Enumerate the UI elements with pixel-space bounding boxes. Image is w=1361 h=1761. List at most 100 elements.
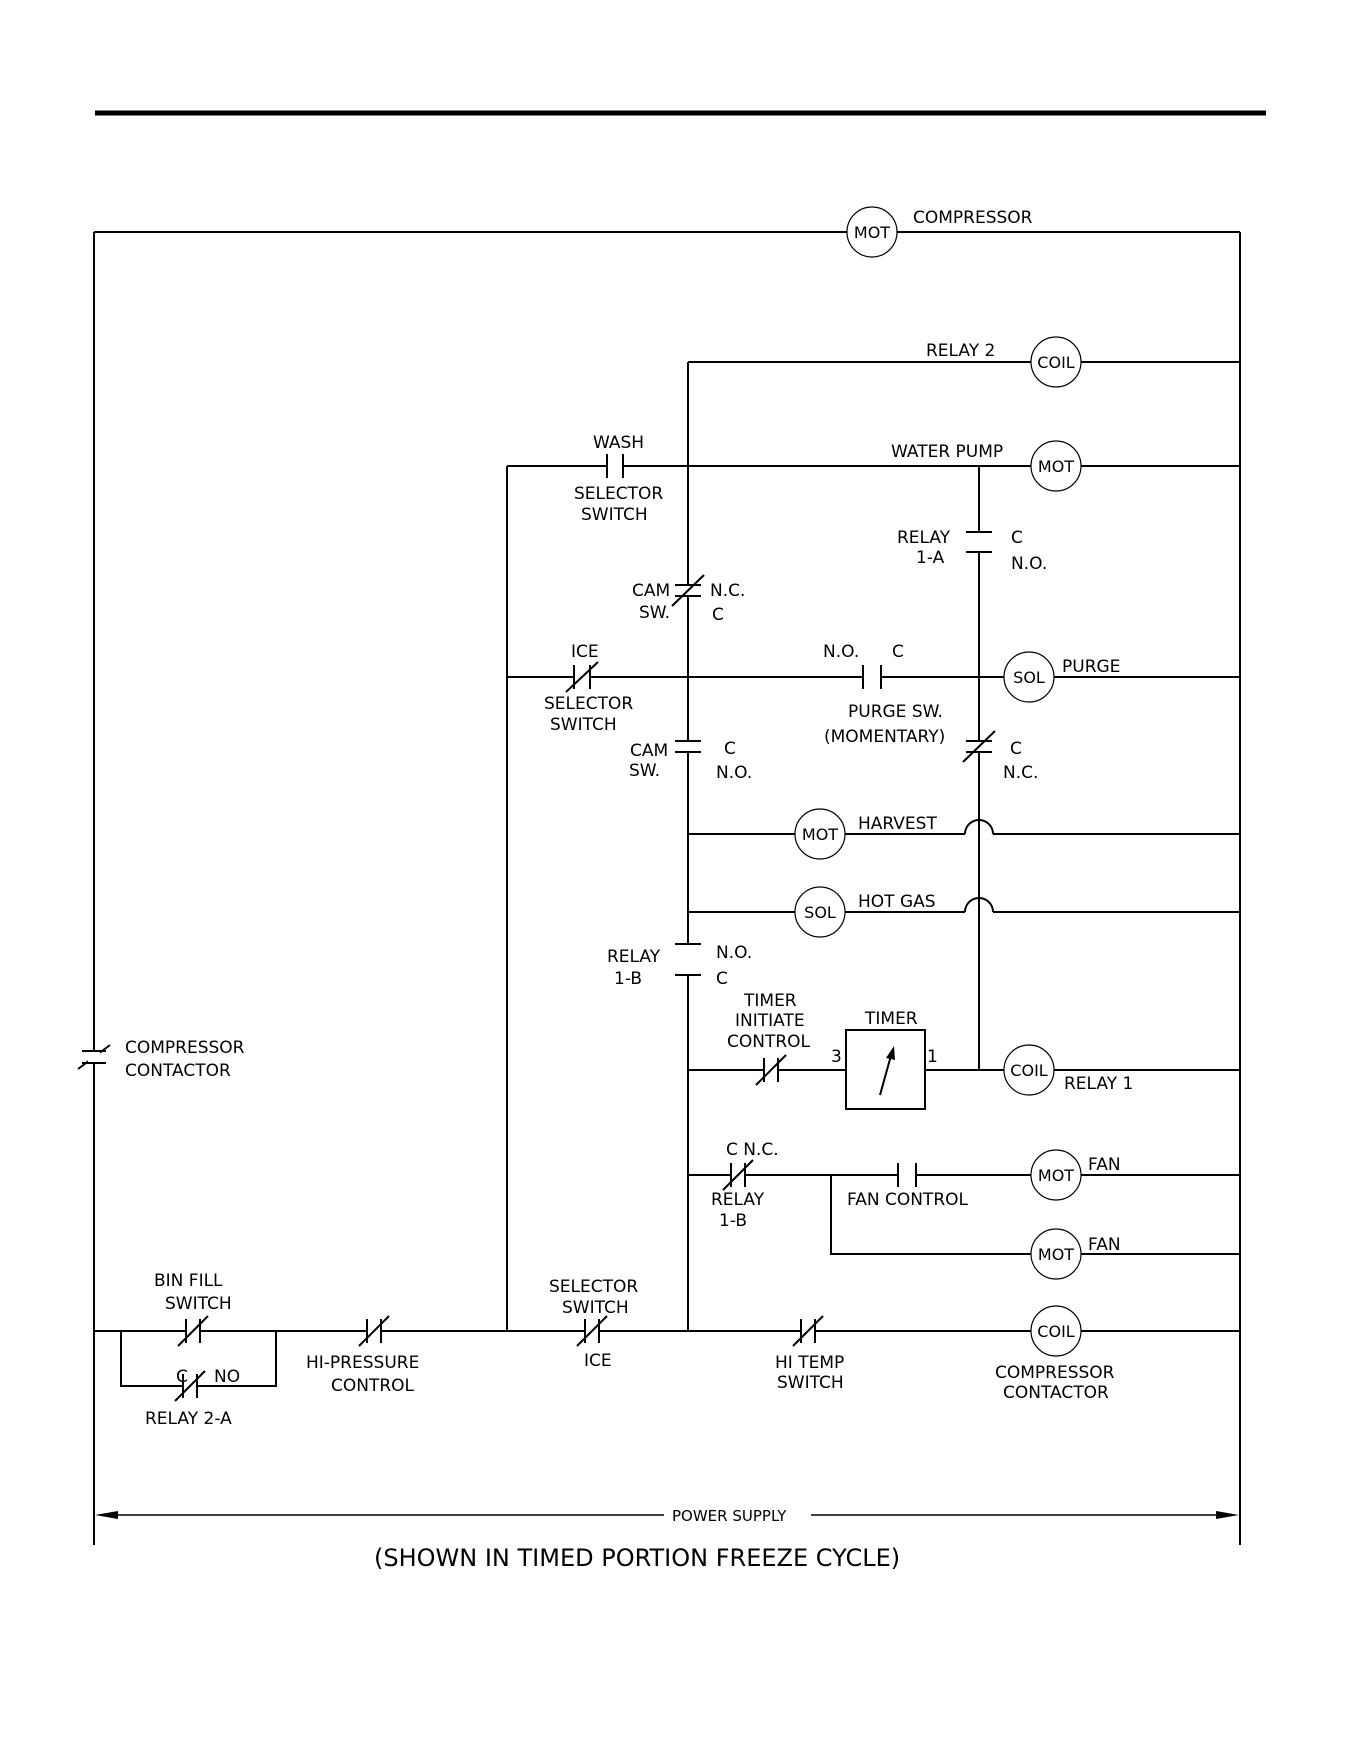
diagram-text: COMPRESSOR RELAY 2 WASH SELECTOR SWITCH …	[125, 208, 1133, 1525]
relay-1a-contact	[966, 531, 992, 553]
hi-pressure-label: HI-PRESSURE	[306, 1353, 419, 1373]
timer-initiate-label-1: TIMER	[743, 991, 797, 1011]
selector-bottom-switch-label: SWITCH	[562, 1298, 629, 1318]
compressor-label: COMPRESSOR	[913, 208, 1033, 228]
timer-terminal-3: 3	[831, 1047, 842, 1067]
relay-1a-c: C	[1011, 528, 1023, 548]
compressor-contactor-coil-label: COIL	[1037, 1322, 1074, 1341]
relay-2-coil	[1030, 336, 1082, 388]
wash-label: WASH	[593, 433, 644, 453]
cam-sw-2-label: CAM	[630, 741, 668, 761]
fan-control-label: FAN CONTROL	[847, 1190, 969, 1210]
hot-gas-solenoid	[794, 886, 846, 938]
harvest-motor-label: MOT	[802, 825, 838, 844]
cam-sw-2-sub-label: SW.	[629, 761, 660, 781]
compressor-contactor-right-1: COMPRESSOR	[995, 1363, 1115, 1383]
timer-initiate-contact	[755, 1054, 787, 1086]
momentary-label: (MOMENTARY)	[824, 727, 945, 747]
no-c-label-no: N.O.	[823, 642, 859, 662]
relay-2-label: RELAY 2	[926, 341, 995, 361]
ice-label: ICE	[571, 642, 599, 662]
timer-box	[845, 1029, 926, 1110]
relay-1a-sub-label: 1-A	[916, 548, 945, 568]
contacts	[77, 454, 996, 1402]
compressor-motor-label: MOT	[854, 223, 890, 242]
cam-sw-1-c: C	[712, 605, 724, 625]
compressor-contactor-coil	[1030, 1305, 1082, 1357]
purge-solenoid	[1003, 651, 1055, 703]
bin-fill-switch-label: SWITCH	[165, 1294, 232, 1314]
wash-selector-contact	[606, 454, 624, 478]
relay-1b-c: C	[716, 969, 728, 989]
bin-fill-contact	[177, 1315, 209, 1347]
compressor-motor	[846, 206, 898, 258]
purge-solenoid-label: SOL	[1013, 668, 1045, 687]
relay-2a-c: C	[176, 1367, 188, 1387]
fan-control-contact	[897, 1163, 917, 1187]
wires	[93, 231, 1241, 1545]
purge-switch-contact	[862, 665, 882, 689]
ice-selector-contact	[565, 661, 599, 693]
hot-gas-solenoid-label: SOL	[804, 903, 836, 922]
purge-label: PURGE	[1062, 657, 1120, 677]
cam-sw-1-label: CAM	[632, 581, 670, 601]
hi-temp-contact	[792, 1315, 824, 1347]
selector-bottom-label: SELECTOR	[549, 1277, 638, 1297]
water-pump-label: WATER PUMP	[891, 442, 1003, 462]
purge-nc-contact	[962, 730, 996, 763]
relay-2-coil-label: COIL	[1037, 353, 1074, 372]
cam-sw-1-sub-label: SW.	[639, 603, 670, 623]
fan-relay-sub-label: 1-B	[719, 1211, 747, 1231]
relay-1b-fan-contact	[722, 1159, 754, 1191]
loads	[794, 206, 1082, 1357]
fan-label-2: FAN	[1088, 1235, 1121, 1255]
fan-motor-1	[1030, 1149, 1082, 1201]
hi-pressure-control-label: CONTROL	[331, 1376, 415, 1396]
timer-initiate-label-3: CONTROL	[727, 1032, 811, 1052]
fan-relay-c-nc: C N.C.	[726, 1140, 779, 1160]
power-supply-label: POWER SUPPLY	[672, 1507, 787, 1525]
water-pump-motor	[1030, 440, 1082, 492]
relay-1b-sub-label: 1-B	[614, 969, 642, 989]
cam-no-contact	[675, 740, 701, 753]
relay-1a-label: RELAY	[897, 528, 951, 548]
relay-2a-label: RELAY 2-A	[145, 1409, 232, 1429]
cam-sw-2-no: N.O.	[716, 763, 752, 783]
power-supply-arrow	[95, 1511, 1239, 1519]
relay-2a-no: NO	[214, 1367, 240, 1387]
compressor-contactor-right-2: CONTACTOR	[1003, 1383, 1109, 1403]
cam-sw-1-nc: N.C.	[710, 581, 745, 601]
relay-1-coil-label: COIL	[1010, 1061, 1047, 1080]
load-labels: MOT COIL MOT SOL MOT SOL COIL MOT MOT CO…	[802, 223, 1075, 1341]
timer-initiate-label-2: INITIATE	[735, 1011, 805, 1031]
relay-1b-label: RELAY	[607, 947, 661, 967]
purge-nc-nc: N.C.	[1003, 763, 1038, 783]
relay-1-coil	[1003, 1044, 1055, 1096]
hi-temp-switch-label: SWITCH	[777, 1373, 844, 1393]
relay-2a-contact	[174, 1370, 206, 1402]
compressor-contactor-left-1: COMPRESSOR	[125, 1038, 245, 1058]
harvest-label: HARVEST	[858, 814, 937, 834]
relay-1b-no: N.O.	[716, 943, 752, 963]
no-c-label-c: C	[892, 642, 904, 662]
fan-label-1: FAN	[1088, 1155, 1121, 1175]
hot-gas-label: HOT GAS	[858, 892, 936, 912]
diagram-caption: (SHOWN IN TIMED PORTION FREEZE CYCLE)	[374, 1544, 900, 1572]
wash-selector-label: SELECTOR	[574, 484, 663, 504]
hi-temp-label: HI TEMP	[775, 1353, 844, 1373]
relay-1b-contact	[675, 943, 701, 976]
cam-nc-contact	[671, 574, 705, 607]
wash-switch-label: SWITCH	[581, 505, 648, 525]
fan-motor-1-label: MOT	[1038, 1166, 1074, 1185]
purge-sw-label: PURGE SW.	[848, 702, 943, 722]
relay-1a-no: N.O.	[1011, 554, 1047, 574]
timer-terminal-1: 1	[927, 1047, 938, 1067]
timer-label: TIMER	[864, 1009, 918, 1029]
harvest-motor	[794, 808, 846, 860]
water-pump-motor-label: MOT	[1038, 457, 1074, 476]
relay-1-label: RELAY 1	[1064, 1074, 1133, 1094]
selector-ice-contact	[576, 1315, 608, 1347]
bin-fill-label: BIN FILL	[154, 1271, 223, 1291]
cam-sw-2-c: C	[724, 739, 736, 759]
